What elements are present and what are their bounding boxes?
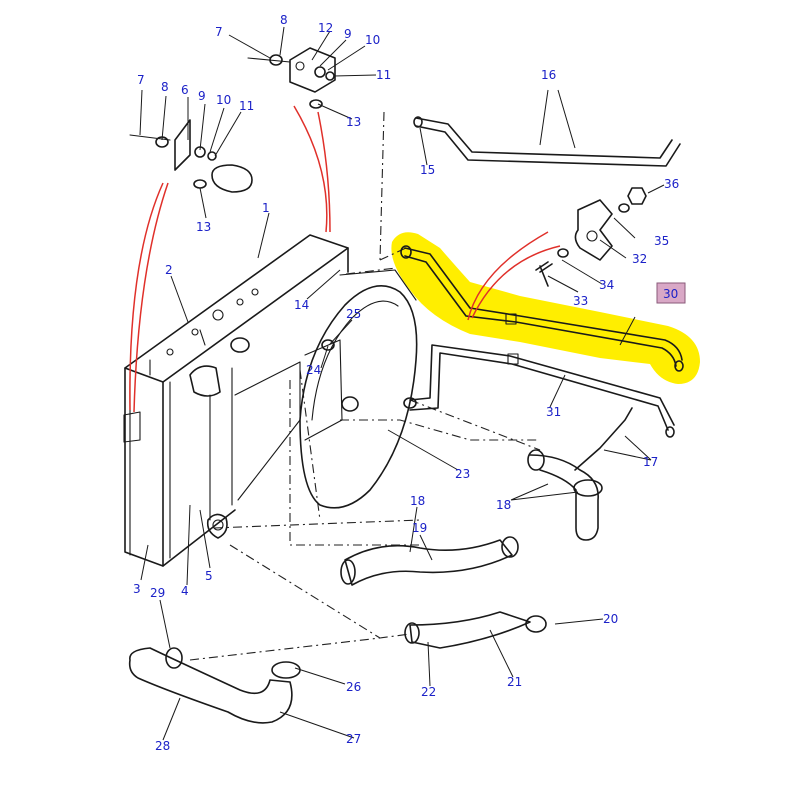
- callout-3[interactable]: 3: [133, 582, 141, 596]
- callout-33[interactable]: 33: [573, 294, 588, 308]
- hose-21: [404, 611, 547, 649]
- callout-8-top[interactable]: 8: [280, 13, 288, 27]
- callout-2[interactable]: 2: [165, 263, 173, 277]
- callout-8-left[interactable]: 8: [161, 80, 169, 94]
- callout-31[interactable]: 31: [546, 405, 561, 419]
- radiator: [123, 234, 349, 567]
- callout-7-left[interactable]: 7: [137, 73, 145, 87]
- callout-13-left[interactable]: 13: [196, 220, 211, 234]
- hose-17-18: [527, 407, 633, 541]
- clamp-hardware: [535, 187, 647, 287]
- callout-9-left[interactable]: 9: [198, 89, 206, 103]
- callout-18-bottom[interactable]: 18: [496, 498, 511, 512]
- callout-18-top[interactable]: 18: [410, 494, 425, 508]
- callout-4[interactable]: 4: [181, 584, 189, 598]
- callout-22[interactable]: 22: [421, 685, 436, 699]
- callout-19[interactable]: 19: [412, 521, 427, 535]
- construction-lines: [189, 111, 541, 661]
- callout-36[interactable]: 36: [664, 177, 679, 191]
- callout-17[interactable]: 17: [643, 455, 658, 469]
- callout-28[interactable]: 28: [155, 739, 170, 753]
- leader-lines: [139, 26, 665, 741]
- callout-11-top[interactable]: 11: [376, 68, 391, 82]
- callout-15[interactable]: 15: [420, 163, 435, 177]
- callout-23[interactable]: 23: [455, 467, 470, 481]
- red-leader-curves: [129, 105, 561, 413]
- hose-19: [340, 536, 519, 586]
- callout-11-left[interactable]: 11: [239, 99, 254, 113]
- callout-10-top[interactable]: 10: [365, 33, 380, 47]
- part-30-highlight: [391, 232, 700, 384]
- pipe-31: [409, 344, 675, 438]
- callout-14[interactable]: 14: [294, 298, 309, 312]
- hose-16: [413, 116, 681, 167]
- bracket-left: [129, 119, 253, 193]
- callout-1[interactable]: 1: [262, 201, 270, 215]
- callout-10-left[interactable]: 10: [216, 93, 231, 107]
- callout-27[interactable]: 27: [346, 732, 361, 746]
- selected-part-box[interactable]: [656, 282, 686, 304]
- callout-16[interactable]: 16: [541, 68, 556, 82]
- callout-34[interactable]: 34: [599, 278, 614, 292]
- bracket-right: [247, 47, 336, 109]
- callout-6[interactable]: 6: [181, 83, 189, 97]
- callout-32[interactable]: 32: [632, 252, 647, 266]
- selected-part-label[interactable]: 30: [663, 287, 678, 301]
- callout-35[interactable]: 35: [654, 234, 669, 248]
- callout-20[interactable]: 20: [603, 612, 618, 626]
- pipe-30: [400, 245, 684, 372]
- callout-26[interactable]: 26: [346, 680, 361, 694]
- callout-13-top[interactable]: 13: [346, 115, 361, 129]
- callout-24[interactable]: 24: [306, 363, 321, 377]
- callout-29[interactable]: 29: [150, 586, 165, 600]
- fan-shroud: [299, 269, 418, 509]
- callout-25[interactable]: 25: [346, 307, 361, 321]
- callout-9-top[interactable]: 9: [344, 27, 352, 41]
- callout-labels: 1 2 3 4 5 6 7 7 8 8 9 9 10 10 11 11 12 1…: [133, 13, 679, 753]
- callout-7-top[interactable]: 7: [215, 25, 223, 39]
- callout-5[interactable]: 5: [205, 569, 213, 583]
- callout-12[interactable]: 12: [318, 21, 333, 35]
- hose-28: [128, 647, 301, 724]
- callout-21[interactable]: 21: [507, 675, 522, 689]
